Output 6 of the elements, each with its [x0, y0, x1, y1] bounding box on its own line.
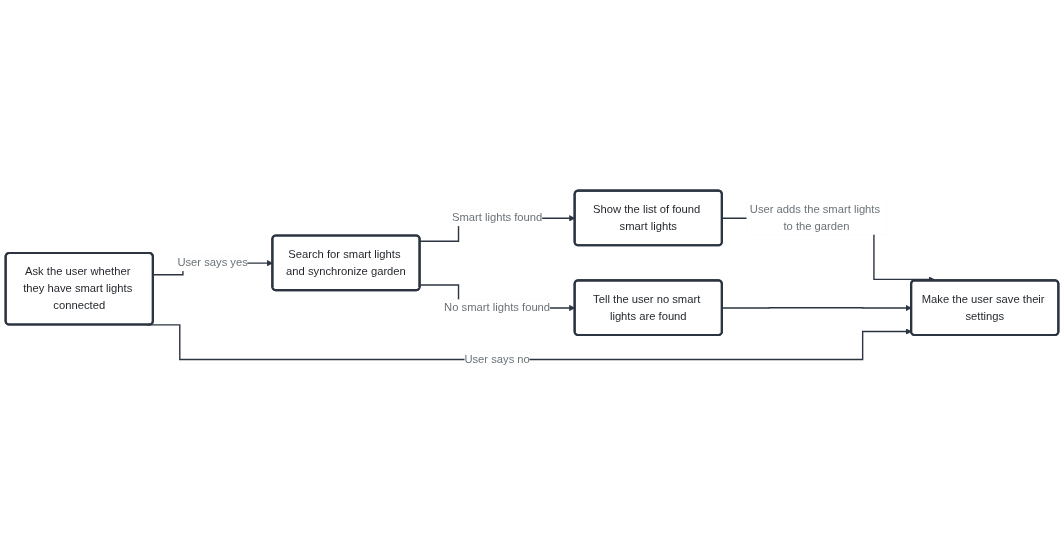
edge-label: No smart lights found — [444, 301, 551, 313]
edge-label: Smart lights found — [451, 211, 543, 224]
arrow — [721, 304, 912, 311]
edge-label: User says no — [464, 352, 530, 365]
edge-label: User adds the smart lights to the garden — [749, 202, 881, 232]
edge-label: User says yes — [177, 256, 248, 269]
